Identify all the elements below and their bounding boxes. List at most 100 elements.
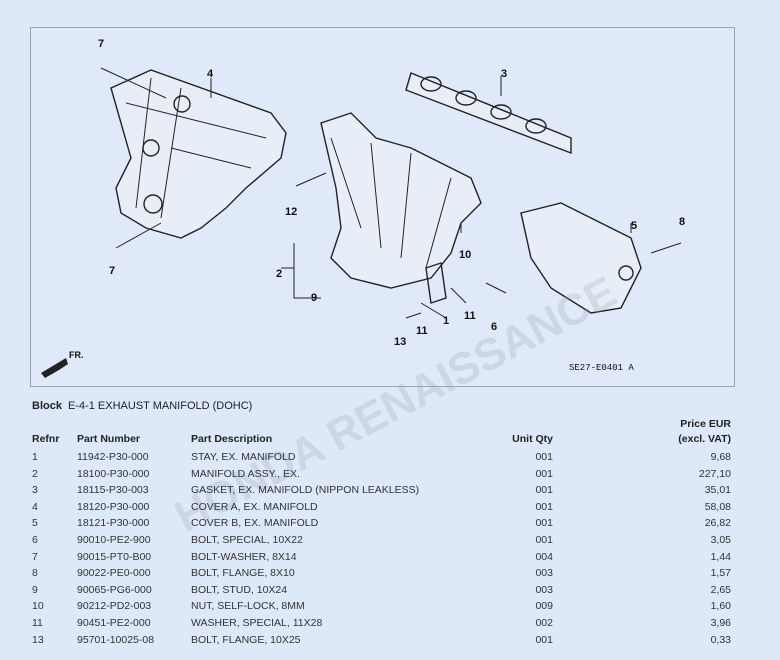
callout-11-right: 11: [464, 310, 476, 322]
cell-refnr: 4: [32, 500, 38, 513]
cell-price: 3,05: [710, 534, 731, 546]
callout-3: 3: [501, 68, 508, 80]
stay-shape: [425, 262, 447, 304]
cell-description: GASKET, EX. MANIFOLD (NIPPON LEAKLESS): [191, 484, 420, 497]
cell-price: 26,82: [704, 517, 731, 530]
callout-4: 4: [207, 68, 214, 80]
block-value: E-4-1 EXHAUST MANIFOLD (DOHC): [67, 400, 253, 412]
block-title: Block E-4-1 EXHAUST MANIFOLD (DOHC): [32, 400, 252, 412]
cell-part-number: 18121-P30-000: [77, 517, 150, 530]
cell-refnr: 13: [32, 633, 44, 646]
cell-qty: 001: [535, 467, 553, 480]
cell-price: 227,10: [698, 467, 731, 480]
front-arrow-label: FR.: [69, 350, 84, 360]
callout-6: 6: [491, 321, 498, 333]
callout-1: 1: [443, 315, 450, 327]
front-arrow-icon: [41, 358, 68, 378]
cell-refnr: 11: [32, 617, 43, 629]
callout-7-top: 7: [98, 38, 105, 50]
parts-diagram: 7 4 3 12 7 2 9 10 5 8 11 1 11 6 13 FR. S…: [30, 27, 735, 387]
header-part-number: Part Number: [77, 433, 141, 445]
cell-refnr: 3: [32, 484, 38, 497]
cell-qty: 001: [535, 500, 553, 513]
cell-part-number: 18115-P30-003: [77, 484, 149, 497]
callout-8: 8: [679, 216, 686, 228]
callout-7-bottom: 7: [109, 265, 116, 277]
cell-description: STAY, EX. MANIFOLD: [191, 451, 296, 463]
cell-description: NUT, SELF-LOCK, 8MM: [191, 600, 305, 613]
cell-part-number: 11942-P30-000: [77, 451, 149, 463]
header-refnr: Refnr: [32, 433, 60, 445]
cell-part-number: 90212-PD2-003: [77, 600, 152, 613]
cell-price: 35,01: [704, 484, 731, 497]
callout-10: 10: [459, 249, 472, 261]
cell-refnr: 2: [32, 467, 38, 480]
cell-price: 9,68: [710, 451, 731, 463]
cell-qty: 009: [535, 600, 553, 613]
drawing-code: SE27-E0401 A: [569, 363, 634, 373]
cell-part-number: 90451-PE2-000: [77, 617, 151, 629]
cell-refnr: 9: [32, 583, 38, 596]
cell-price: 3,96: [710, 617, 731, 629]
table-row[interactable]: 8 90022-PE0-000 BOLT, FLANGE, 8X10 003 1,57: [0, 567, 780, 583]
cell-qty: 001: [535, 484, 553, 497]
cell-description: BOLT-WASHER, 8X14: [191, 550, 297, 563]
cover-b-shape: [520, 202, 642, 314]
cell-qty: 002: [535, 617, 553, 629]
table-row[interactable]: 5 18121-P30-000 COVER B, EX. MANIFOLD 001 26…: [0, 517, 780, 533]
table-row[interactable]: 13 95701-10025-08 BOLT, FLANGE, 10X25 001 0,…: [0, 634, 780, 650]
header-qty: Unit Qty: [512, 433, 553, 445]
gasket-shape: [405, 72, 572, 155]
table-row[interactable]: 2 18100-P30-000 MANIFOLD ASSY., EX. 001 227,…: [0, 468, 780, 484]
cell-description: BOLT, FLANGE, 10X25: [191, 633, 301, 646]
cell-part-number: 95701-10025-08: [77, 633, 155, 646]
cell-refnr: 1: [32, 451, 38, 463]
cell-refnr: 8: [32, 567, 38, 580]
cell-price: 2,65: [710, 583, 731, 596]
cell-refnr: 6: [32, 534, 38, 546]
manifold-shape: [320, 112, 482, 289]
cell-qty: 001: [535, 517, 553, 530]
cell-part-number: 18100-P30-000: [77, 467, 150, 480]
cell-price: 0,33: [710, 633, 731, 646]
cell-description: WASHER, SPECIAL, 11X28: [191, 617, 323, 629]
table-row[interactable]: 11 90451-PE2-000 WASHER, SPECIAL, 11X28 002…: [0, 617, 780, 633]
callout-12: 12: [285, 206, 298, 218]
cell-qty: 003: [535, 583, 553, 596]
table-row[interactable]: 1 11942-P30-000 STAY, EX. MANIFOLD 001 9,68: [0, 451, 780, 467]
cell-refnr: 10: [32, 600, 44, 613]
header-price-line1: Price EUR: [680, 418, 731, 430]
cell-price: 1,44: [710, 550, 731, 563]
table-row[interactable]: 10 90212-PD2-003 NUT, SELF-LOCK, 8MM 009 1,6…: [0, 600, 780, 616]
cell-description: COVER B, EX. MANIFOLD: [191, 517, 319, 530]
cell-description: COVER A, EX. MANIFOLD: [191, 500, 318, 513]
callout-9: 9: [311, 292, 318, 304]
header-price-line2: (excl. VAT): [678, 433, 731, 445]
cell-qty: 003: [535, 567, 553, 580]
cell-qty: 004: [535, 550, 553, 563]
cell-qty: 001: [535, 451, 553, 463]
cell-description: BOLT, FLANGE, 8X10: [191, 567, 295, 580]
header-description: Part Description: [191, 433, 273, 445]
cell-price: 1,57: [710, 567, 731, 580]
cell-part-number: 90022-PE0-000: [77, 567, 151, 580]
cell-price: 1,60: [710, 600, 731, 613]
block-label: Block: [32, 400, 62, 412]
cell-description: BOLT, SPECIAL, 10X22: [191, 534, 303, 546]
cell-description: BOLT, STUD, 10X24: [191, 583, 288, 596]
callout-5: 5: [631, 220, 638, 232]
cell-qty: 001: [535, 534, 553, 546]
cell-refnr: 5: [32, 517, 38, 530]
cell-part-number: 90015-PT0-B00: [77, 550, 152, 563]
cell-qty: 001: [535, 633, 553, 646]
callout-2: 2: [276, 268, 283, 280]
table-row[interactable]: 3 18115-P30-003 GASKET, EX. MANIFOLD (NIPP…: [0, 484, 780, 500]
cell-description: MANIFOLD ASSY., EX.: [191, 467, 300, 480]
cell-price: 58,08: [704, 500, 731, 513]
callout-11-left: 11: [416, 325, 428, 337]
cover-a-shape: [110, 69, 287, 239]
